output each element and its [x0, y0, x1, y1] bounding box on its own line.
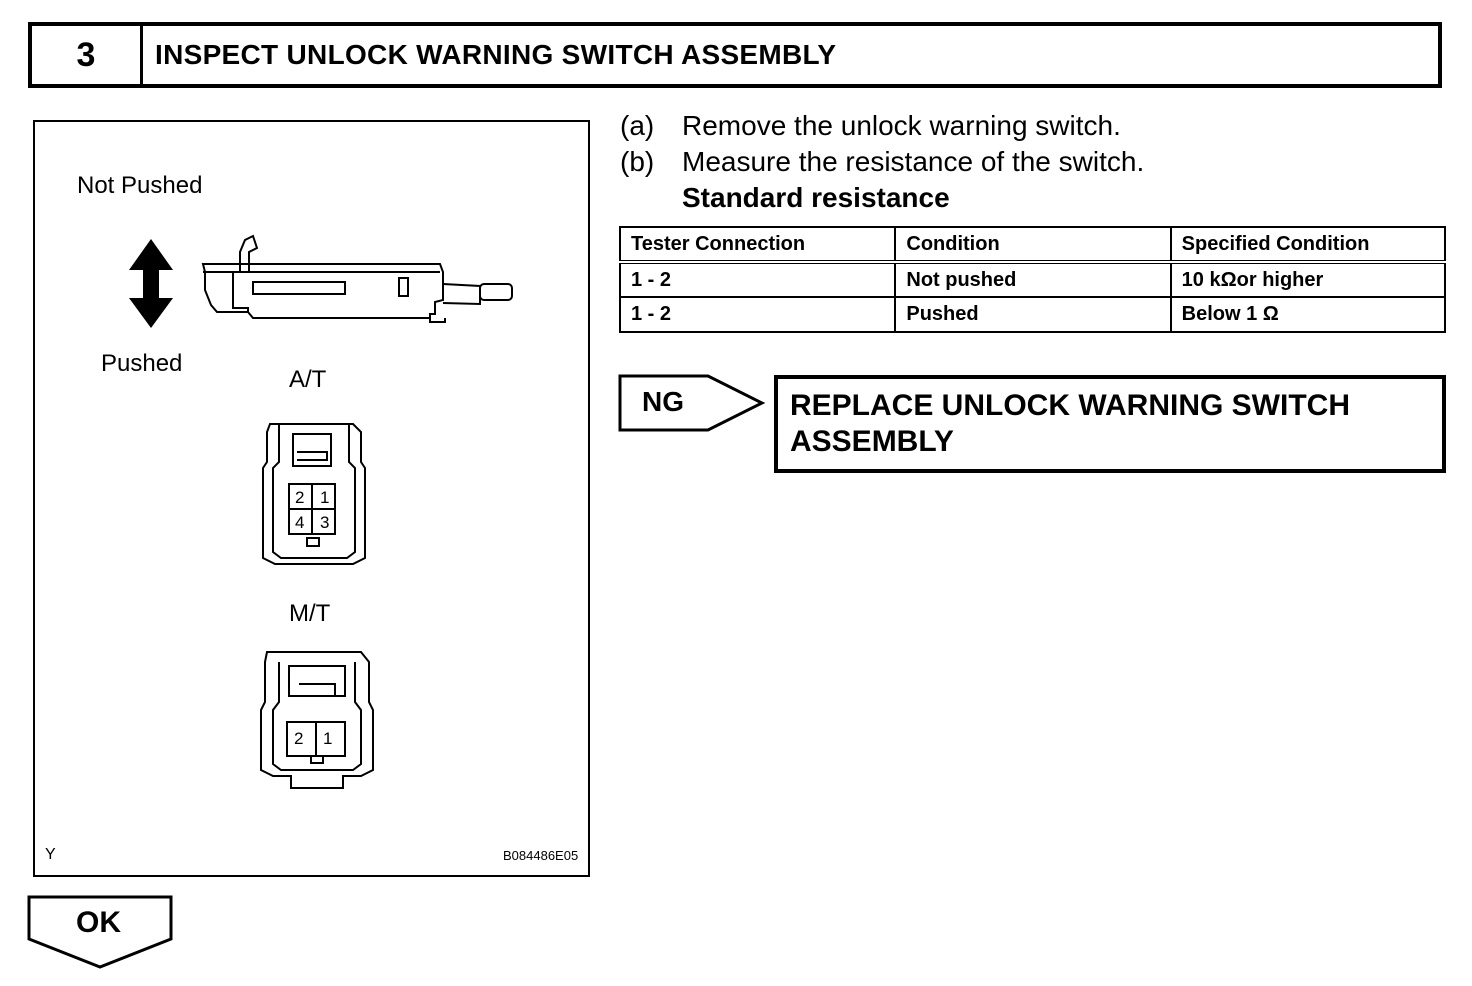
step-letter: (a) [620, 110, 655, 141]
unlock-switch-drawing [201, 234, 513, 323]
table-cell: 1 - 2 [618, 296, 897, 333]
procedure-steps: (a) Remove the unlock warning switch. (b… [620, 108, 1144, 216]
at-pin-2: 2 [295, 488, 305, 507]
table-row: 1 - 2 Pushed Below 1 Ω [618, 296, 1447, 333]
at-label: A/T [289, 366, 327, 393]
mt-label: M/T [289, 600, 331, 627]
step-a: (a) Remove the unlock warning switch. [620, 108, 1144, 144]
switch-illustration [129, 234, 513, 789]
corner-code: Y [45, 846, 56, 863]
table-cell: Pushed [894, 296, 1172, 333]
column-header: Specified Condition [1169, 226, 1447, 264]
table-cell: Below 1 Ω [1169, 296, 1447, 333]
step-header: 3 INSPECT UNLOCK WARNING SWITCH ASSEMBLY [28, 22, 1442, 88]
step-text: Measure the resistance of the switch. [682, 146, 1145, 177]
resistance-spec-table: Tester Connection Condition Specified Co… [618, 226, 1447, 333]
not-pushed-label: Not Pushed [77, 172, 203, 199]
mt-pin-1: 1 [323, 729, 333, 748]
ok-label: OK [76, 906, 121, 939]
ng-label: NG [642, 386, 684, 417]
at-pin-3: 3 [320, 513, 330, 532]
step-letter: (b) [620, 146, 655, 177]
table-cell: Not pushed [894, 261, 1172, 298]
ng-action-box: REPLACE UNLOCK WARNING SWITCH ASSEMBLY [774, 375, 1446, 473]
step-title: INSPECT UNLOCK WARNING SWITCH ASSEMBLY [155, 39, 837, 70]
step-number: 3 [32, 26, 143, 84]
illustration-panel: Not Pushed Pushed A/T M/T 2 1 4 3 2 1 Y … [33, 120, 590, 877]
column-header: Condition [894, 226, 1172, 264]
at-pin-4: 4 [295, 513, 305, 532]
ng-arrow-icon [618, 374, 766, 432]
at-pin-1: 1 [320, 488, 330, 507]
table-header-row: Tester Connection Condition Specified Co… [618, 226, 1447, 264]
at-connector-drawing [262, 423, 366, 565]
step-text: Remove the unlock warning switch. [682, 110, 1121, 141]
mt-connector-drawing [260, 651, 374, 789]
ok-arrow-icon [27, 895, 173, 969]
column-header: Tester Connection [618, 226, 897, 264]
pushed-label: Pushed [101, 350, 183, 377]
mt-pin-2: 2 [294, 729, 304, 748]
step-b: (b) Measure the resistance of the switch… [620, 144, 1144, 180]
table-cell: 1 - 2 [618, 261, 897, 298]
table-row: 1 - 2 Not pushed 10 kΩor higher [618, 261, 1447, 298]
standard-resistance-label: Standard resistance [682, 182, 950, 213]
figure-id: B084486E05 [503, 848, 579, 863]
double-arrow-icon [129, 239, 173, 328]
table-cell: 10 kΩor higher [1169, 261, 1447, 298]
